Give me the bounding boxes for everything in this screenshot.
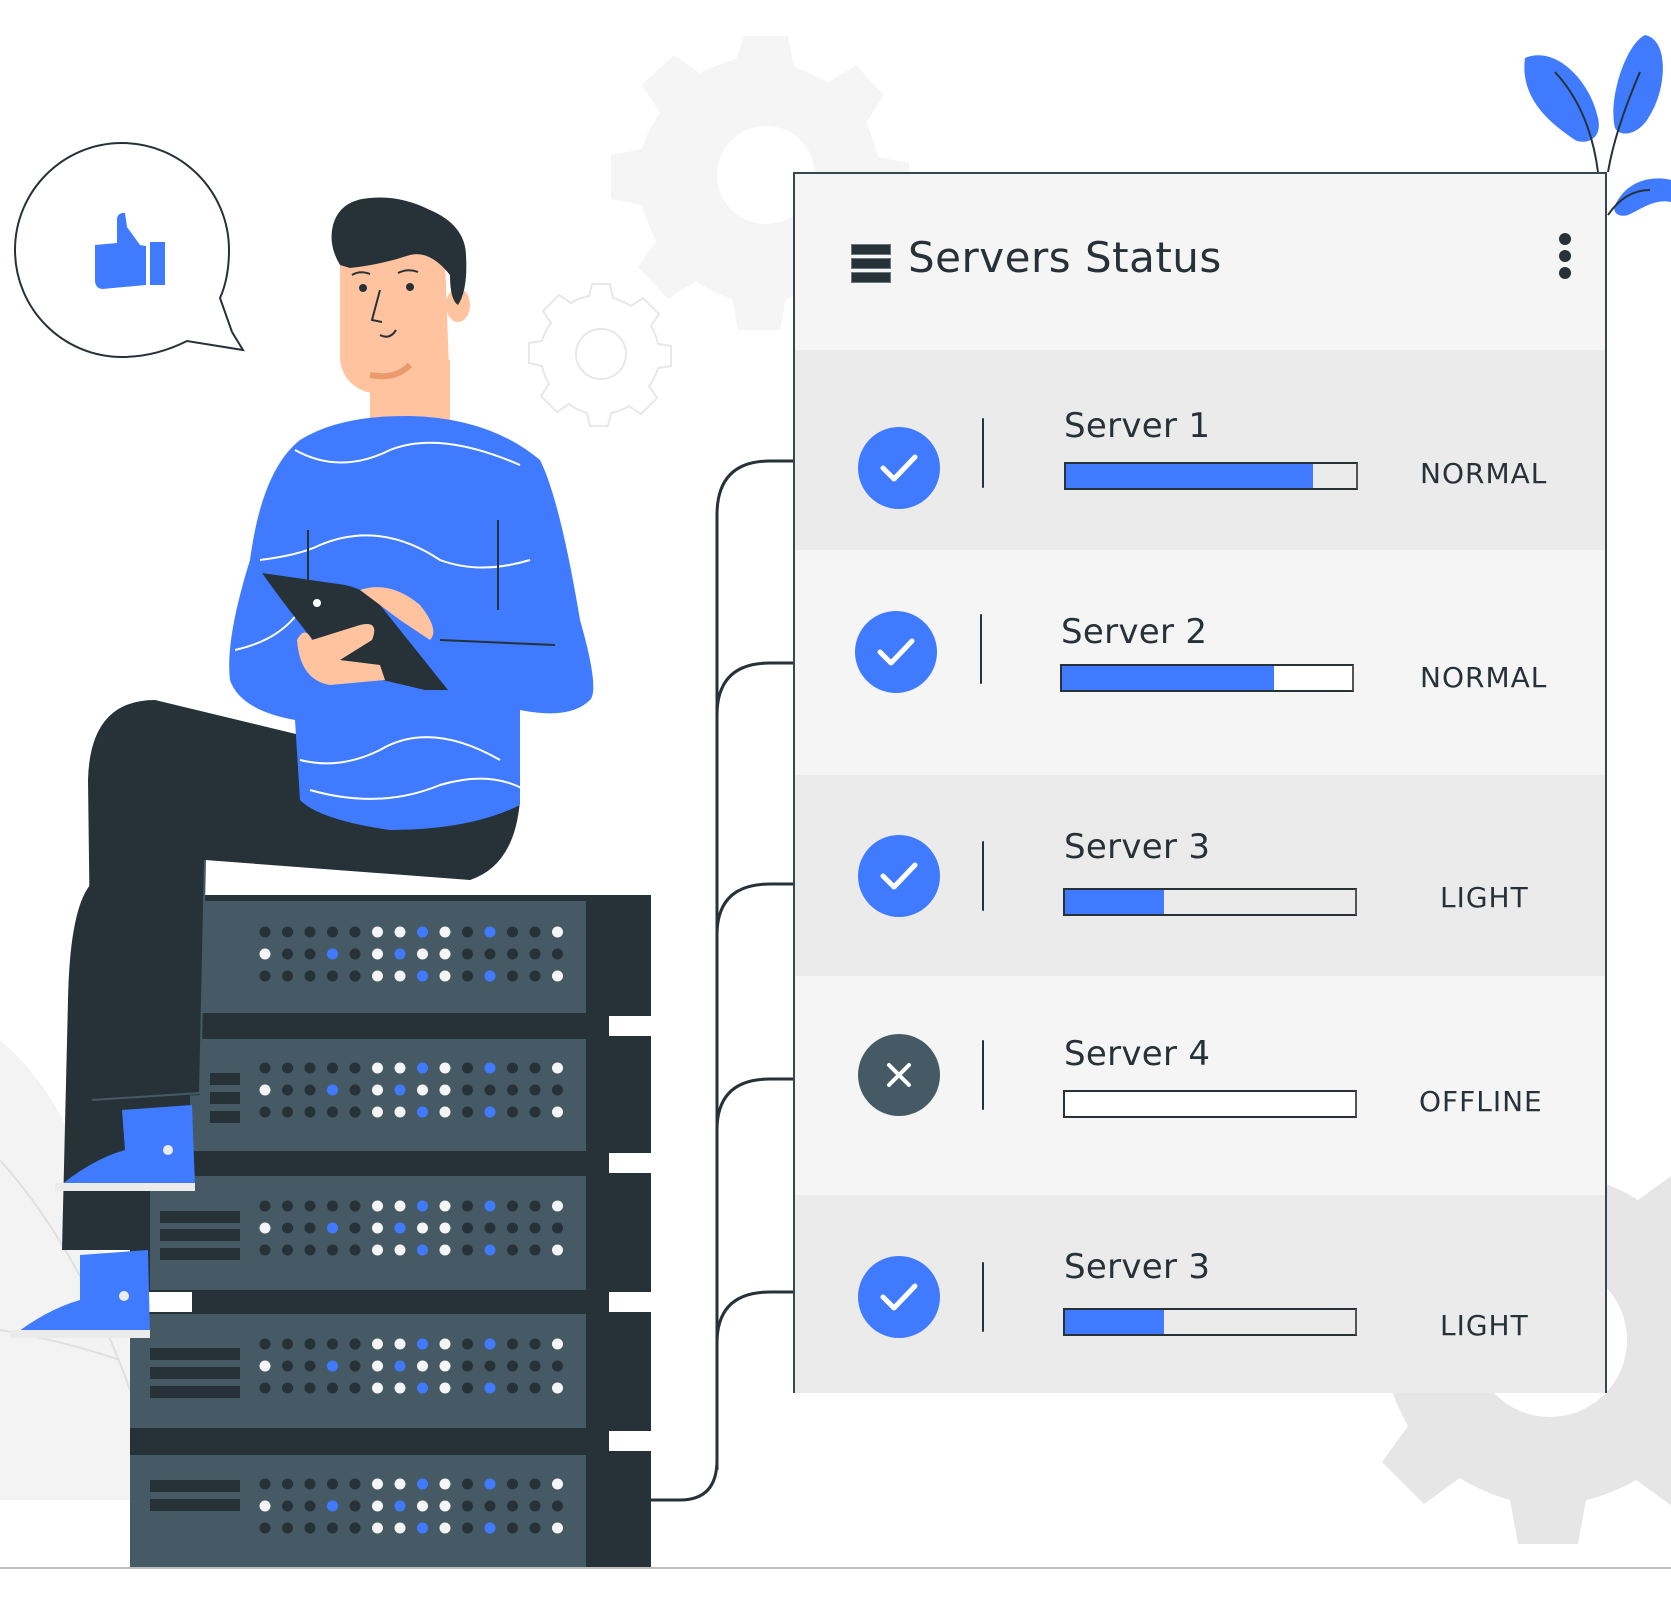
- more-vertical-icon: [1553, 233, 1577, 279]
- load-bar-fill: [1065, 1310, 1164, 1334]
- server-row[interactable]: Server 3 LIGHT: [795, 1195, 1605, 1393]
- row-divider: [982, 841, 984, 911]
- server-status-label: LIGHT: [1440, 881, 1529, 914]
- panel-title: Servers Status: [908, 233, 1222, 282]
- plant-icon: [1524, 35, 1671, 216]
- row-divider: [982, 418, 984, 488]
- thumbs-up-icon: [95, 212, 165, 289]
- load-bar: [1063, 888, 1357, 916]
- leaf-decoration: [0, 1040, 150, 1500]
- server-row[interactable]: Server 3 LIGHT: [795, 775, 1605, 976]
- panel-header: Servers Status: [795, 174, 1605, 350]
- load-bar: [1060, 664, 1354, 692]
- check-circle-icon: [855, 611, 937, 693]
- server-name: Server 3: [1064, 1247, 1211, 1287]
- load-bar-fill: [1065, 890, 1164, 914]
- load-bar-fill: [1066, 464, 1313, 488]
- gear-outline-icon: [528, 283, 672, 427]
- server-status-label: NORMAL: [1420, 457, 1548, 490]
- server-status-label: NORMAL: [1420, 661, 1548, 694]
- more-options-button[interactable]: [1553, 230, 1577, 290]
- person-illustration: [10, 197, 594, 1338]
- row-divider: [982, 1040, 984, 1110]
- row-divider: [980, 614, 982, 684]
- server-status-label: OFFLINE: [1419, 1085, 1543, 1118]
- server-rack: [130, 895, 651, 1567]
- speech-bubble: [13, 141, 245, 359]
- server-name: Server 4: [1064, 1034, 1211, 1074]
- load-bar: [1064, 462, 1358, 490]
- server-row[interactable]: Server 2 NORMAL: [795, 550, 1605, 775]
- x-circle-icon: [858, 1034, 940, 1116]
- row-divider: [982, 1262, 984, 1332]
- server-status-label: LIGHT: [1440, 1309, 1529, 1342]
- server-row[interactable]: Server 4 OFFLINE: [795, 976, 1605, 1195]
- load-bar: [1063, 1090, 1357, 1118]
- server-row[interactable]: Server 1 NORMAL: [795, 350, 1605, 550]
- server-name: Server 2: [1061, 612, 1208, 652]
- servers-status-panel: Servers Status Server 1 NORMAL Server 2 …: [793, 172, 1607, 1393]
- server-stack-icon: [851, 244, 891, 284]
- load-bar: [1063, 1308, 1357, 1336]
- check-circle-icon: [858, 1256, 940, 1338]
- connector-lines: [648, 459, 795, 1502]
- server-name: Server 1: [1064, 406, 1211, 446]
- check-circle-icon: [858, 427, 940, 509]
- load-bar-fill: [1062, 666, 1274, 690]
- check-circle-icon: [858, 835, 940, 917]
- server-name: Server 3: [1064, 827, 1211, 867]
